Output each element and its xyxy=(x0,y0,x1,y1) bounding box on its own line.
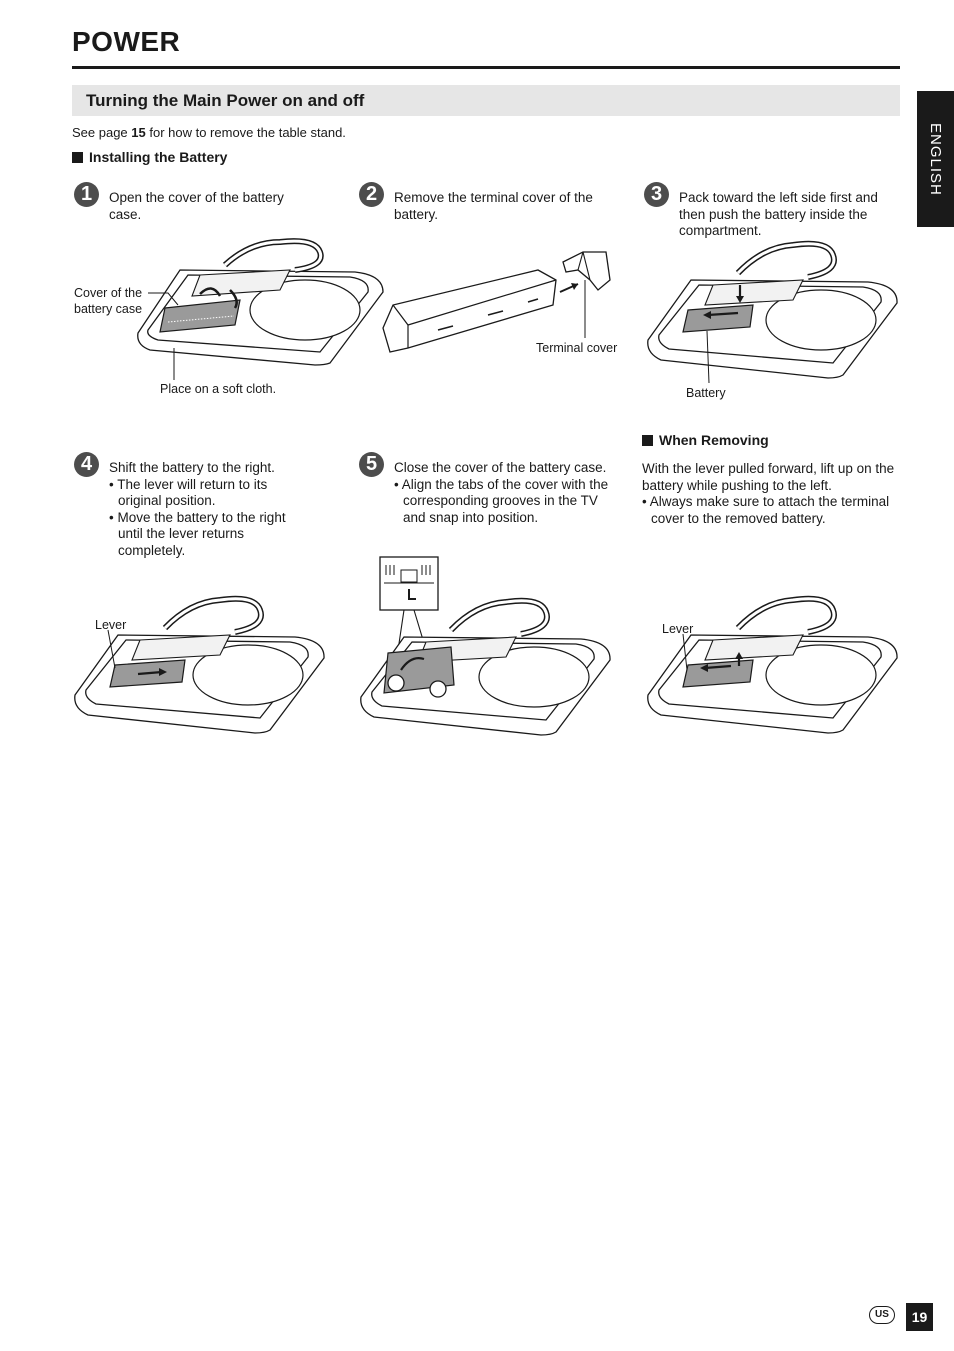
step-5-bullet-1-text: Align the tabs of the cover with the cor… xyxy=(401,476,609,525)
see-page-note: See page 15 for how to remove the table … xyxy=(72,125,346,140)
step-4-bullet-1: • The lever will return to its original … xyxy=(109,476,268,509)
step-2-badge: 2 xyxy=(359,182,384,207)
tv-battery-remove-illustration xyxy=(647,595,898,734)
terminal-cover-label: Terminal cover xyxy=(536,341,618,355)
page-title: POWER xyxy=(72,26,181,57)
step-5-bullet-1: • Align the tabs of the cover with the c… xyxy=(394,476,609,525)
step-5-main-text: Close the cover of the battery case. xyxy=(394,460,607,475)
region-badge: US xyxy=(869,1306,895,1324)
step-1-text: Open the cover of the battery case. xyxy=(109,190,284,222)
removing-text: With the lever pulled forward, lift up o… xyxy=(642,461,900,527)
lever-label-step-4: Lever xyxy=(95,618,127,632)
section-title: Turning the Main Power on and off xyxy=(86,91,365,110)
battery-terminal-illustration xyxy=(382,251,611,353)
cover-label: Cover of the battery case xyxy=(74,285,142,317)
step-3-text: Pack toward the left side first and then… xyxy=(679,190,878,238)
cover-label-line-2: battery case xyxy=(74,302,143,316)
step-2-text: Remove the terminal cover of the battery… xyxy=(394,190,593,222)
step-1-badge: 1 xyxy=(74,182,99,207)
step-5-text: Close the cover of the battery case. • A… xyxy=(394,460,609,526)
page-number: 19 xyxy=(906,1303,933,1331)
section-bar xyxy=(72,85,900,116)
removing-bullet-1-text: Always make sure to attach the terminal … xyxy=(649,494,890,526)
step-3-badge: 3 xyxy=(644,182,669,207)
step-4-main-text: Shift the battery to the right. xyxy=(109,460,275,475)
removing-main-text: With the lever pulled forward, lift up o… xyxy=(642,461,895,493)
step-4-bullet-2: • Move the battery to the right until th… xyxy=(109,509,286,558)
see-page-prefix: See page xyxy=(72,125,132,140)
installing-heading-text: Installing the Battery xyxy=(89,149,228,165)
step-5-badge: 5 xyxy=(359,452,384,477)
tv-cover-close-illustration xyxy=(360,556,611,736)
step-4-bullet-1-text: The lever will return to its original po… xyxy=(117,476,268,509)
cover-leader-line xyxy=(148,292,179,306)
removing-bullet-1: • Always make sure to attach the termina… xyxy=(642,494,890,526)
installing-heading: Installing the Battery xyxy=(72,149,227,165)
tv-battery-shift-illustration xyxy=(74,595,325,734)
step-4-bullet-2-text: Move the battery to the right until the … xyxy=(117,509,286,558)
language-tab: ENGLISH xyxy=(917,91,954,227)
cloth-leader-line xyxy=(173,348,175,380)
step-4-text: Shift the battery to the right. • The le… xyxy=(109,460,314,559)
lever-label-removing: Lever xyxy=(662,622,694,636)
tv-battery-insert-illustration xyxy=(647,240,898,384)
square-bullet-icon xyxy=(642,435,653,446)
square-bullet-icon xyxy=(72,152,83,163)
title-rule xyxy=(72,66,900,69)
language-tab-label: ENGLISH xyxy=(927,122,944,196)
cover-label-line-1: Cover of the xyxy=(74,286,143,300)
battery-label: Battery xyxy=(686,386,726,400)
see-page-number: 15 xyxy=(131,125,146,140)
step-4-badge: 4 xyxy=(74,452,99,477)
soft-cloth-label: Place on a soft cloth. xyxy=(160,382,277,396)
tv-battery-open-illustration xyxy=(137,238,384,366)
see-page-suffix: for how to remove the table stand. xyxy=(145,125,346,140)
removing-heading: When Removing xyxy=(642,432,769,448)
removing-heading-text: When Removing xyxy=(659,432,769,448)
